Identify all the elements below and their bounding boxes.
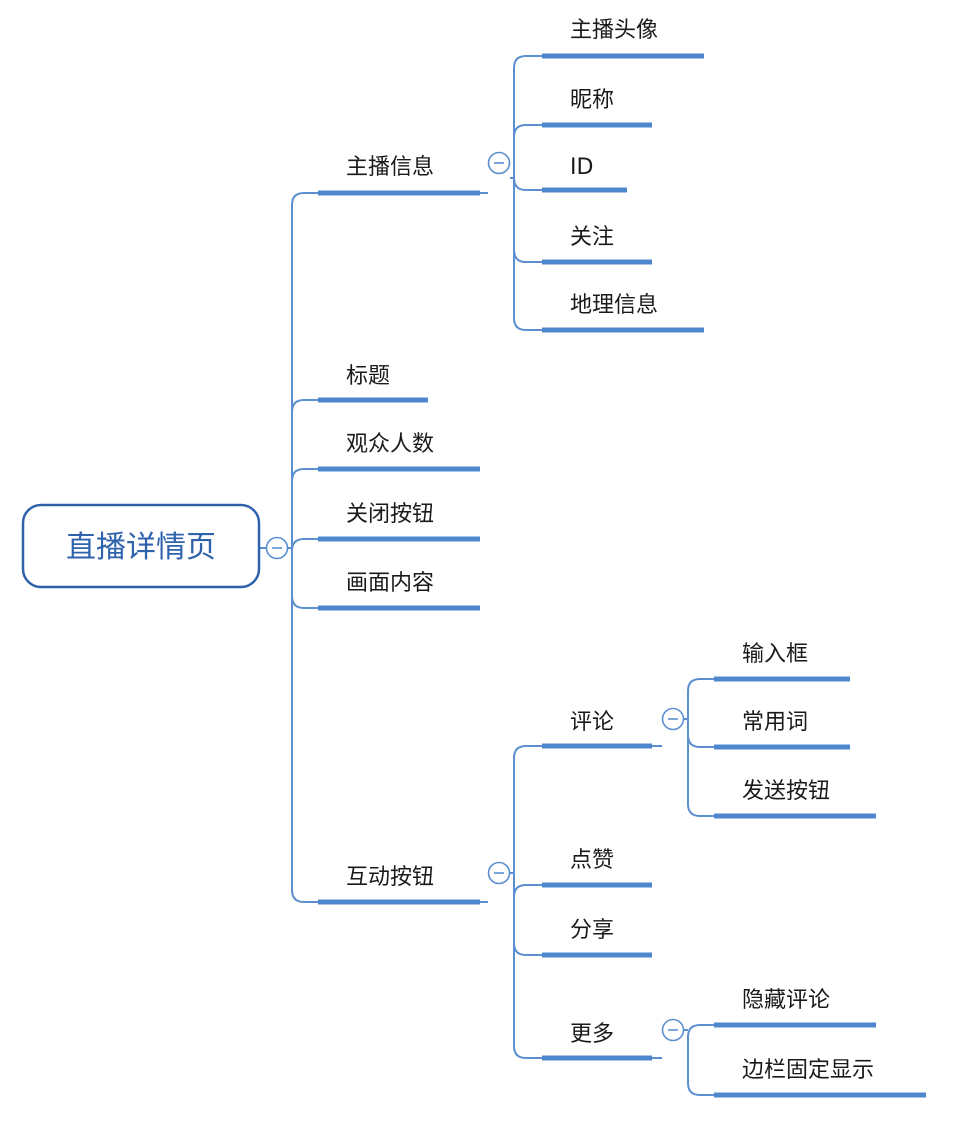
connector-hudong-fenxiang — [513, 942, 542, 956]
node-zhubo-touxiang[interactable]: 主播头像 — [542, 18, 704, 59]
node-label: 关注 — [570, 225, 614, 250]
collapse-minus-icon[interactable] — [487, 151, 511, 175]
node-label: 分享 — [570, 918, 614, 943]
node-bianlan-guding-xianshi[interactable]: 边栏固定显示 — [714, 1058, 926, 1098]
node-label: 评论 — [570, 710, 614, 735]
connector-zhubo-nicheng — [513, 124, 542, 138]
node-biaoti[interactable]: 标题 — [318, 364, 428, 403]
node-shuru-kuang[interactable]: 输入框 — [714, 642, 850, 682]
node-label: 输入框 — [742, 642, 808, 667]
connector-gengduo-stem — [652, 1029, 688, 1059]
node-fasong-anniu[interactable]: 发送按钮 — [714, 779, 876, 819]
node-label: 关闭按钮 — [346, 502, 434, 527]
node-guanzhong-renshu[interactable]: 观众人数 — [318, 432, 480, 472]
node-dili-xinxi[interactable]: 地理信息 — [542, 293, 704, 333]
connector-zhubo-stem — [480, 177, 514, 194]
node-label: 标题 — [346, 364, 390, 389]
node-label: 常用词 — [742, 710, 808, 735]
node-gengduo[interactable]: 更多 — [542, 1022, 652, 1061]
connector-zhubo-guanzhu — [513, 249, 542, 263]
connector-root-guanzhong — [291, 468, 318, 482]
connector-zhubo-trunk — [513, 55, 542, 331]
node-zhubo-xinxi[interactable]: 主播信息 — [318, 155, 480, 196]
connector-hudong-dianzan — [513, 884, 542, 898]
connector-pinglun-trunk — [687, 678, 714, 817]
node-label: 隐藏评论 — [742, 988, 830, 1013]
node-label: 点赞 — [570, 848, 614, 873]
node-label: 昵称 — [570, 88, 614, 113]
node-label: ID — [570, 155, 593, 180]
node-label: 互动按钮 — [346, 865, 434, 890]
node-dianzan[interactable]: 点赞 — [542, 848, 652, 888]
node-label: 主播信息 — [346, 155, 434, 180]
connector-zhubo-id — [513, 177, 542, 191]
connector-root-trunk — [291, 192, 318, 903]
node-fenxiang[interactable]: 分享 — [542, 918, 652, 958]
collapse-minus-icon[interactable] — [265, 536, 289, 560]
connector-root-biaoti — [291, 399, 318, 413]
collapse-minus-icon[interactable] — [661, 707, 685, 731]
node-huamian-neirong[interactable]: 画面内容 — [318, 571, 480, 611]
node-label: 发送按钮 — [742, 779, 830, 804]
node-guanzhu[interactable]: 关注 — [542, 225, 652, 265]
node-pinglun[interactable]: 评论 — [542, 710, 652, 749]
node-guanbi-anniu[interactable]: 关闭按钮 — [318, 502, 480, 542]
node-hudong-anniu[interactable]: 互动按钮 — [318, 865, 480, 905]
connectors — [259, 55, 714, 1096]
node-label: 画面内容 — [346, 571, 434, 596]
node-label: 主播头像 — [570, 18, 658, 43]
connector-hudong-trunk — [513, 745, 542, 1059]
node-id[interactable]: ID — [542, 155, 627, 193]
collapse-minus-icon[interactable] — [661, 1018, 685, 1042]
node-label: 观众人数 — [346, 432, 434, 457]
node-nicheng[interactable]: 昵称 — [542, 88, 652, 128]
node-yincang-pinglun[interactable]: 隐藏评论 — [714, 988, 876, 1028]
node-changyong-ci[interactable]: 常用词 — [714, 710, 850, 750]
connector-root-huamian — [291, 595, 318, 609]
root-node-box — [21, 503, 261, 589]
connector-root-guanbi — [291, 538, 318, 552]
connector-gengduo-trunk — [687, 1024, 714, 1096]
node-label: 边栏固定显示 — [742, 1058, 874, 1083]
root-node[interactable]: 直播详情页 — [21, 503, 261, 589]
root-node-label: 直播详情页 — [66, 530, 216, 565]
node-label: 更多 — [570, 1022, 614, 1047]
node-label: 地理信息 — [570, 293, 658, 318]
collapse-minus-icon[interactable] — [487, 861, 511, 885]
